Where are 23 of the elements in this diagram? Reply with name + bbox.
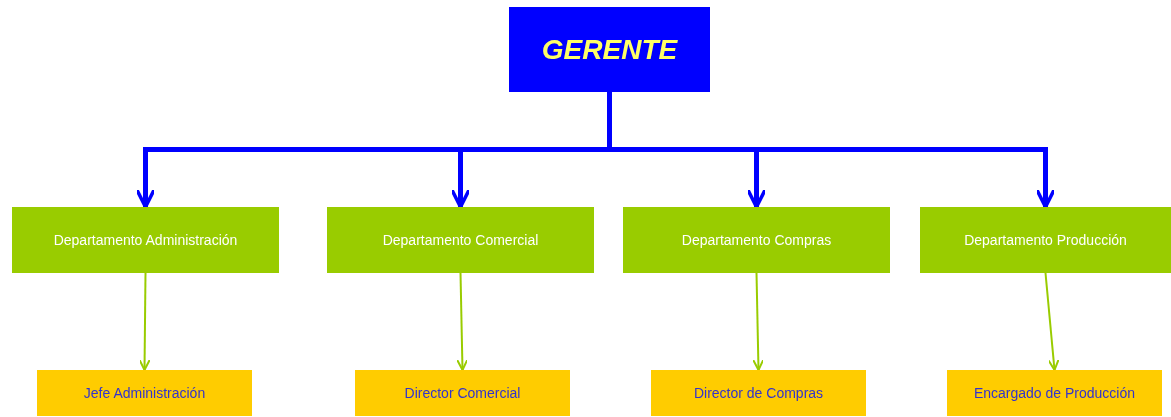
node-label: Director Comercial (404, 385, 521, 401)
position-box (355, 370, 570, 416)
manager-box (509, 7, 710, 92)
node-label: Departamento Administración (53, 232, 238, 248)
node-label: Director de Compras (693, 385, 824, 401)
node-label: Departamento Producción (964, 232, 1127, 248)
connector-arrow (1044, 272, 1060, 371)
connector-arrow (138, 272, 151, 371)
node-label: GERENTE (541, 33, 678, 66)
node-label: Encargado de Producción (973, 385, 1136, 401)
node-label: Departamento Comercial (382, 232, 539, 248)
connector-arrow (752, 272, 765, 371)
department-box (12, 207, 279, 273)
position-box (37, 370, 252, 416)
department-box (623, 207, 890, 273)
connector-arrow (456, 272, 469, 371)
department-box (920, 207, 1171, 273)
connector-arrow (607, 92, 1056, 209)
department-box (327, 207, 594, 273)
position-box (651, 370, 866, 416)
node-label: Departamento Compras (681, 232, 832, 248)
node-label: Jefe Administración (83, 385, 206, 401)
position-box (947, 370, 1162, 416)
